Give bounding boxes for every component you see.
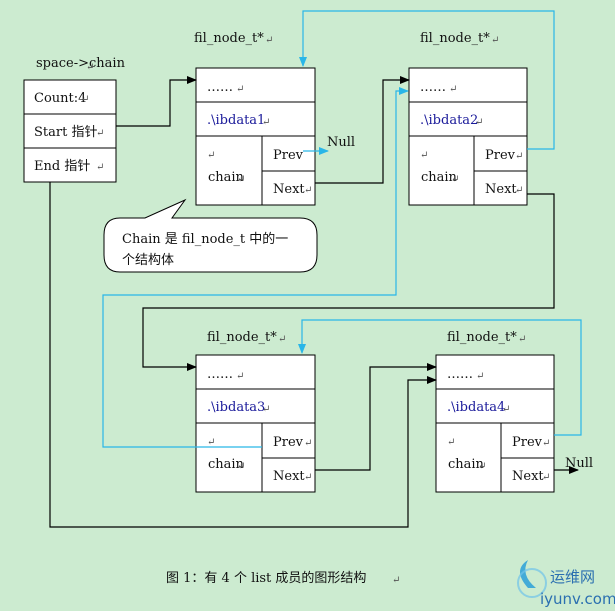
svg-text:↵: ↵: [96, 128, 104, 139]
node1-dots: ……: [207, 80, 233, 95]
svg-text:↵: ↵: [515, 151, 523, 162]
svg-text:↵: ↵: [420, 150, 428, 161]
svg-text:↵: ↵: [304, 438, 312, 449]
node2-chain: chain: [421, 170, 458, 185]
paragraph-marks: ↵ ↵ ↵ ↵ ↵ ↵ ↵ ↵ ↵ ↵ ↵ ↵ ↵ ↵ ↵ ↵ ↵ ↵ ↵ ↵ …: [81, 35, 550, 586]
node2-prev: Prev: [485, 148, 516, 163]
arrow-node3-next: [315, 363, 437, 471]
node3-box: [195, 354, 316, 493]
svg-text:↵: ↵: [491, 35, 499, 46]
svg-text:↵: ↵: [518, 334, 526, 345]
arrow-end-to-node4: [49, 182, 437, 528]
svg-text:↵: ↵: [262, 117, 270, 128]
node3-prev: Prev: [273, 435, 304, 450]
arrow-node3-prev: [102, 87, 409, 448]
svg-text:↵: ↵: [265, 35, 273, 46]
node3-chain: chain: [208, 457, 245, 472]
node2-ibdata: .\ibdata2: [420, 113, 478, 128]
node1-prev: Prev: [273, 148, 304, 163]
space-box: [23, 79, 117, 183]
node4-title: fil_node_t*: [447, 330, 517, 345]
svg-text:↵: ↵: [542, 472, 550, 483]
node4-next: Next: [512, 469, 544, 484]
svg-text:↵: ↵: [392, 575, 400, 586]
node1-chain: chain: [208, 170, 245, 185]
node4-ibdata: .\ibdata4: [447, 400, 505, 415]
svg-text:↵: ↵: [502, 404, 510, 415]
svg-text:↵: ↵: [449, 84, 457, 95]
svg-text:↵: ↵: [236, 84, 244, 95]
node2-next: Next: [485, 182, 517, 197]
svg-text:↵: ↵: [304, 185, 312, 196]
svg-text:↵: ↵: [81, 94, 89, 105]
watermark-en: iyunv.com: [540, 590, 615, 608]
node1-box: [195, 67, 316, 206]
node3-dots: ……: [207, 367, 233, 382]
svg-text:↵: ↵: [207, 437, 215, 448]
node3-ibdata: .\ibdata3: [207, 400, 265, 415]
svg-text:↵: ↵: [96, 162, 104, 173]
null-label-bottom: Null: [565, 456, 593, 471]
watermark-logo: 运维网 iyunv.com: [517, 560, 615, 608]
svg-text:↵: ↵: [236, 371, 244, 382]
space-title: space->chain: [36, 56, 126, 71]
node1-title: fil_node_t*: [194, 31, 264, 46]
svg-text:↵: ↵: [262, 404, 270, 415]
watermark-cn: 运维网: [550, 568, 595, 586]
node4-dots: ……: [447, 367, 473, 382]
callout-line1: Chain 是 fil_node_t 中的一: [122, 231, 288, 247]
node4-prev: Prev: [512, 435, 543, 450]
svg-text:↵: ↵: [207, 150, 215, 161]
space-count: Count:4: [34, 91, 86, 106]
node2-title: fil_node_t*: [420, 31, 490, 46]
null-label-top: Null: [327, 135, 355, 150]
space-start: Start 指针: [34, 125, 97, 140]
node3-next: Next: [273, 469, 305, 484]
space-end: End 指针: [34, 159, 90, 174]
node3-title: fil_node_t*: [207, 330, 277, 345]
svg-text:↵: ↵: [447, 437, 455, 448]
node1-ibdata: .\ibdata1: [207, 113, 265, 128]
arrow-node2-prev: [299, 10, 555, 150]
svg-text:↵: ↵: [304, 472, 312, 483]
svg-text:↵: ↵: [475, 117, 483, 128]
node1-next: Next: [273, 182, 305, 197]
svg-text:↵: ↵: [278, 334, 286, 345]
svg-text:↵: ↵: [515, 185, 523, 196]
svg-text:↵: ↵: [237, 461, 245, 472]
node4-chain: chain: [448, 457, 485, 472]
svg-text:↵: ↵: [451, 174, 459, 185]
arrow-node1-next: [315, 76, 410, 184]
svg-text:↵: ↵: [237, 174, 245, 185]
node2-dots: ……: [420, 80, 446, 95]
callout-bubble: [103, 198, 318, 273]
figure-caption: 图 1：有 4 个 list 成员的图形结构: [166, 570, 366, 586]
callout-line2: 个结构体: [122, 253, 174, 268]
node4-box: [435, 354, 555, 493]
node2-box: [408, 67, 528, 206]
arrow-node4-prev: [298, 319, 582, 436]
arrow-start-to-node1: [116, 76, 197, 127]
arrow-node2-next: [142, 193, 555, 371]
svg-text:↵: ↵: [476, 371, 484, 382]
svg-text:↵: ↵: [478, 461, 486, 472]
svg-text:↵: ↵: [542, 438, 550, 449]
svg-text:↵: ↵: [86, 62, 94, 73]
